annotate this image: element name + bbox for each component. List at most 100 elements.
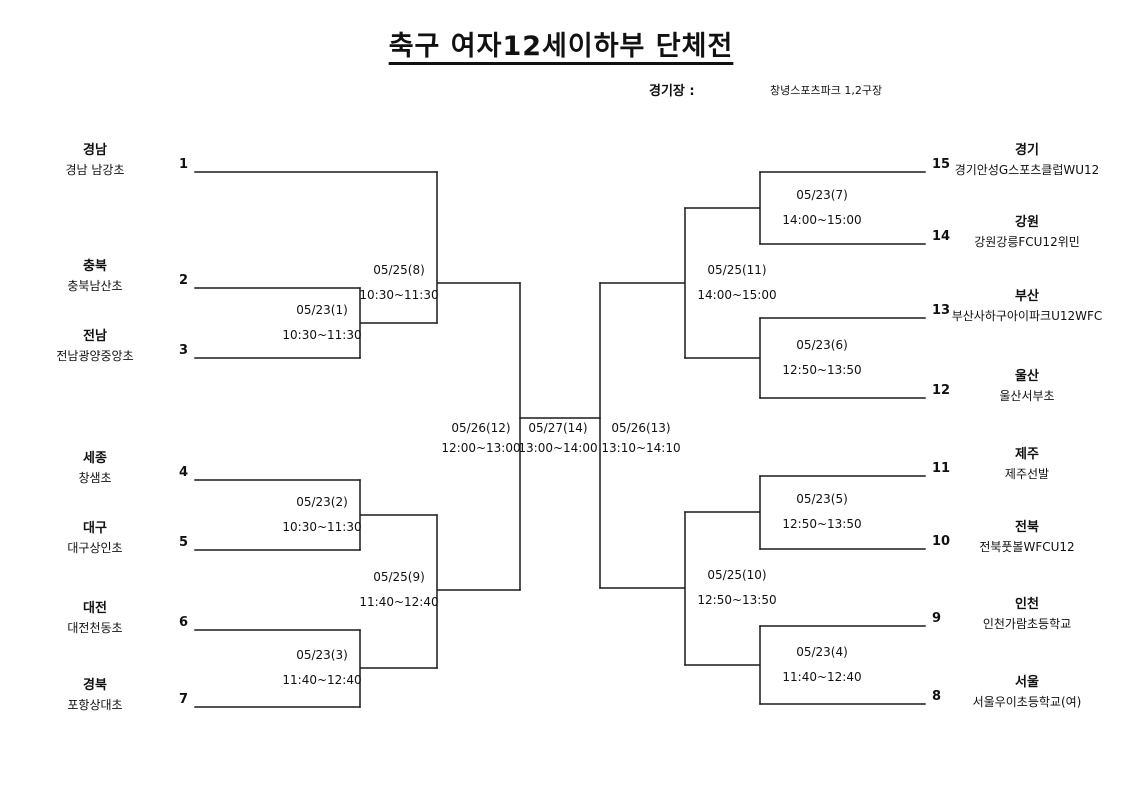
match-11-label: 05/25(11) 14:00~15:00 [677,263,797,303]
match-time: 10:30~11:30 [282,520,362,534]
team-school: 강원강릉FCU12위민 [974,235,1080,249]
match-14-label: 05/27(14) 13:00~14:00 [498,421,618,456]
team-region: 경남 [83,143,107,158]
team-school: 경남 남강초 [65,163,125,177]
team-block-seed-5: 대구 대구상인초 [0,520,190,556]
match-date: 05/23(2) [296,495,348,509]
seed-number-13: 13 [932,303,951,318]
team-block-seed-9: 인천 인천가람초등학교 [932,596,1122,632]
match-date: 05/23(4) [796,645,848,659]
team-block-seed-10: 전북 전북풋볼WFCU12 [932,519,1122,555]
match-5-connector [684,475,761,550]
match-11-connector [599,207,686,359]
team-school: 부산사하구아이파크U12WFC [951,309,1103,323]
team-school: 제주선발 [1004,467,1050,481]
team-region: 충북 [83,259,107,274]
team-school: 울산서부초 [999,389,1055,403]
match-9-label: 05/25(9) 11:40~12:40 [339,570,459,610]
match-time: 13:10~14:10 [601,441,681,455]
match-8-connector [436,171,521,324]
match-10-connector [599,511,686,666]
match-12-label: 05/26(12) 12:00~13:00 [421,421,541,456]
match-time: 12:50~13:50 [697,593,777,607]
match-time: 10:30~11:30 [282,328,362,342]
team-school: 인천가람초등학교 [982,617,1072,631]
match-5-label: 05/23(5) 12:50~13:50 [762,492,882,532]
team-block-seed-4: 세종 창샘초 [0,450,190,486]
match-date: 05/26(13) [611,421,671,435]
team-school: 포항상대초 [67,698,123,712]
match-10-label: 05/25(10) 12:50~13:50 [677,568,797,608]
team-block-seed-8: 서울 서울우이초등학교(여) [932,674,1122,710]
team-block-seed-1: 경남 경남 남강초 [0,142,190,178]
match-date: 05/25(9) [373,570,425,584]
team-block-seed-13: 부산 부산사하구아이파크U12WFC [932,288,1122,324]
match-13-label: 05/26(13) 13:10~14:10 [581,421,701,456]
match-2-label: 05/23(2) 10:30~11:30 [262,495,382,535]
venue-label: 경기장 : [649,84,695,99]
seed-number-14: 14 [932,229,951,244]
team-region: 세종 [83,451,107,466]
team-block-seed-7: 경북 포항상대초 [0,677,190,713]
match-7-label: 05/23(7) 14:00~15:00 [762,188,882,228]
seed-number-12: 12 [932,383,951,398]
seed-number-11: 11 [932,461,951,476]
match-date: 05/25(11) [707,263,767,277]
team-region: 인천 [1015,597,1039,612]
team-block-seed-3: 전남 전남광양중앙초 [0,328,190,364]
match-time: 10:30~11:30 [359,288,439,302]
seed-number-8: 8 [932,689,942,704]
match-7-connector [684,171,761,245]
venue-value: 창녕스포츠파크 1,2구장 [770,84,883,97]
team-block-seed-15: 경기 경기안성G스포츠클럽WU12 [932,142,1122,178]
seed-number-1: 1 [178,157,188,172]
match-6-label: 05/23(6) 12:50~13:50 [762,338,882,378]
seed-number-15: 15 [932,157,951,172]
seed-number-2: 2 [178,273,188,288]
team-block-seed-11: 제주 제주선발 [932,446,1122,482]
match-time: 11:40~12:40 [359,595,439,609]
page-title: 축구 여자12세이하부 단체전 [388,31,734,62]
team-region: 전북 [1015,520,1039,535]
team-school: 서울우이초등학교(여) [972,695,1082,709]
seed-number-9: 9 [932,611,942,626]
match-date: 05/23(6) [796,338,848,352]
seed-number-5: 5 [178,535,188,550]
match-1-connector [359,287,438,359]
match-date: 05/25(8) [373,263,425,277]
team-block-seed-6: 대전 대전천동초 [0,600,190,636]
team-school: 대구상인초 [67,541,123,555]
match-8-label: 05/25(8) 10:30~11:30 [339,263,459,303]
team-school: 대전천동초 [67,621,123,635]
team-region: 부산 [1015,289,1039,304]
team-block-seed-2: 충북 충북남산초 [0,258,190,294]
match-date: 05/23(1) [296,303,348,317]
team-region: 경북 [83,678,107,693]
match-2-connector [359,479,438,551]
match-time: 11:40~12:40 [782,670,862,684]
match-date: 05/25(10) [707,568,767,582]
team-block-seed-12: 울산 울산서부초 [932,368,1122,404]
team-region: 제주 [1015,447,1039,462]
team-school: 전남광양중앙초 [56,349,134,363]
team-school: 경기안성G스포츠클럽WU12 [954,163,1100,177]
team-school: 창샘초 [78,471,112,485]
match-4-connector [684,625,761,705]
match-date: 05/26(12) [451,421,511,435]
team-region: 경기 [1015,143,1039,158]
match-date: 05/23(3) [296,648,348,662]
team-school: 충북남산초 [67,279,123,293]
seed-number-10: 10 [932,534,951,549]
match-9-connector [436,514,521,669]
match-3-connector [359,629,438,708]
match-date: 05/23(7) [796,188,848,202]
match-date: 05/23(5) [796,492,848,506]
seed-number-6: 6 [178,615,188,630]
match-4-label: 05/23(4) 11:40~12:40 [762,645,882,685]
match-time: 13:00~14:00 [518,441,598,455]
match-1-label: 05/23(1) 10:30~11:30 [262,303,382,343]
seed-number-3: 3 [178,343,188,358]
team-region: 대구 [83,521,107,536]
